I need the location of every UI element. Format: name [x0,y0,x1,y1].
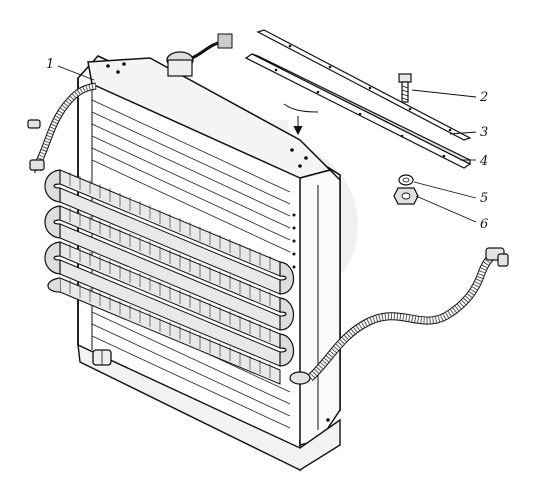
bolt-part [398,73,412,103]
bottom-tank [77,343,341,471]
callout-6: 6 [480,217,488,232]
right-side-plate [299,169,341,446]
filler-neck [166,33,233,77]
coil-right-bends [279,261,294,367]
washer-part [398,174,414,186]
hose-fittings [27,119,509,385]
leader-lines [57,65,477,223]
callout-1: 1 [46,57,54,72]
drain-plug [92,349,112,366]
mounting-strip-upper [256,29,472,141]
callout-2: 2 [479,90,488,105]
assembly-arrow [283,103,319,136]
nut-part [393,187,419,205]
coil-ribbing [69,172,271,378]
coil-left-bends [44,169,61,293]
callout-5: 5 [480,191,488,206]
callouts: 1 2 3 4 5 6 [46,57,488,232]
callout-3: 3 [480,125,488,140]
top-tank-bolts [106,62,308,168]
callout-4: 4 [479,154,488,169]
